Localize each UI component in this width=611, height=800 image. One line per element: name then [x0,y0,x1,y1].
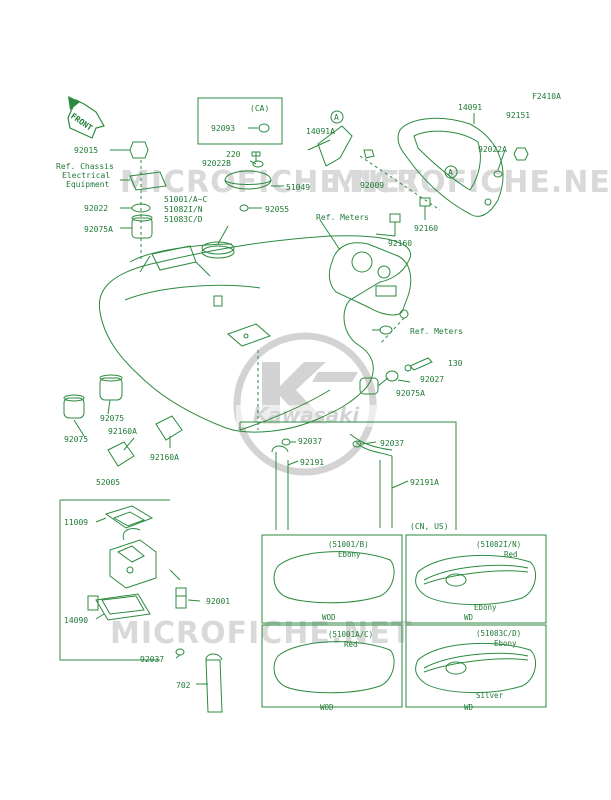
part-51049: 51049 [286,183,310,192]
variant-footer: WD [464,703,474,712]
fuel-pump-assembly [59,499,223,713]
cap-parts [239,151,284,212]
part-92151: 92151 [506,111,530,120]
part-11009: 11009 [64,518,88,527]
variant-footer: WOD [320,703,334,712]
part-92160a: 92160A [108,427,137,436]
part-92001: 92001 [206,597,230,606]
meter-assembly: A A [307,110,529,345]
variant-footer: WD [464,613,474,622]
part-702: 702 [176,681,191,690]
left-parts [63,141,183,467]
kawasaki-logo-watermark: Kawasaki [233,332,377,476]
variant-code: (51001A/C) [328,630,373,639]
watermark-layer: MICROFICHE.NET MICROFICHE.NET MICROFICHE… [110,165,611,651]
ca-title: (CA) [250,104,269,113]
variant-color: Red [344,640,358,649]
part-labels: 92015 Ref. Chassis Electrical Equipment … [56,103,530,690]
variant-panel-3: (51001A/C) Red WOD [261,624,403,712]
figure-code: F2410A [532,92,561,101]
watermark-text: MICROFICHE.NET [330,165,611,200]
part-51001-line1: 51001/A~C [164,195,208,204]
part-92075a: 92075A [84,225,113,234]
part-92093: 92093 [211,124,235,133]
variant-color-secondary: Ebony [474,603,497,612]
ca-box: (CA) 92093 [197,97,283,145]
variant-footer: WOD [322,613,336,622]
part-92191: 92191 [300,458,324,467]
part-14091a: 14091A [306,127,335,136]
part-92075-left: 92075 [64,435,88,444]
part-51001-line2: 51082I/N [164,205,203,214]
tube-assembly [239,350,457,530]
part-92055: 92055 [265,205,289,214]
marker-a: A [448,168,453,177]
cn-us-note: (CN, US) [410,522,449,531]
part-92009: 92009 [360,181,384,190]
part-92160: 92160 [414,224,438,233]
part-92037: 92037 [380,439,404,448]
part-220: 220 [226,150,241,159]
part-14091: 14091 [458,103,482,112]
part-52005: 52005 [96,478,120,487]
variant-color: Ebony [338,550,361,559]
part-92015: 92015 [74,146,98,155]
variant-color: Red [504,550,518,559]
front-arrow-icon: FRONT [67,96,105,139]
ref-meters-top: Ref. Meters [316,213,369,222]
variant-color-secondary: Silver [476,691,504,700]
ref-chassis-line1: Ref. Chassis [56,162,114,171]
part-92022: 92022 [84,204,108,213]
part-92075a-right: 92075A [396,389,425,398]
part-14090: 14090 [64,616,88,625]
part-92160a: 92160A [150,453,179,462]
leader-lines [73,113,506,685]
fuel-tank [98,170,411,433]
part-92160: 92160 [388,239,412,248]
part-92191a: 92191A [410,478,439,487]
variant-code: (51083C/D) [476,629,521,638]
variant-color: Ebony [494,639,517,648]
variant-code: (51001/B) [328,540,369,549]
variant-panel-2: (51082I/N) Red Ebony WD [405,534,547,624]
ref-meters-bottom: Ref. Meters [410,327,463,336]
right-mount-parts [359,357,433,395]
part-51001-line3: 51083C/D [164,215,203,224]
part-92022a: 92022A [478,145,507,154]
variant-panel-4: (51083C/D) Ebony Silver WD [405,624,547,712]
ref-chassis-line2: Electrical [62,171,110,180]
part-92037: 92037 [298,437,322,446]
variant-panel-1: (51001/B) Ebony WOD [261,534,403,624]
marker-a: A [334,113,339,122]
variant-code: (51082I/N) [476,540,521,549]
part-92022b: 92022B [202,159,231,168]
watermark-text: MICROFICHE.NET [110,616,412,651]
ref-chassis-line3: Equipment [66,180,110,189]
part-92027: 92027 [420,375,444,384]
part-130: 130 [448,359,463,368]
part-92075: 92075 [100,414,124,423]
part-92037: 92037 [140,655,164,664]
